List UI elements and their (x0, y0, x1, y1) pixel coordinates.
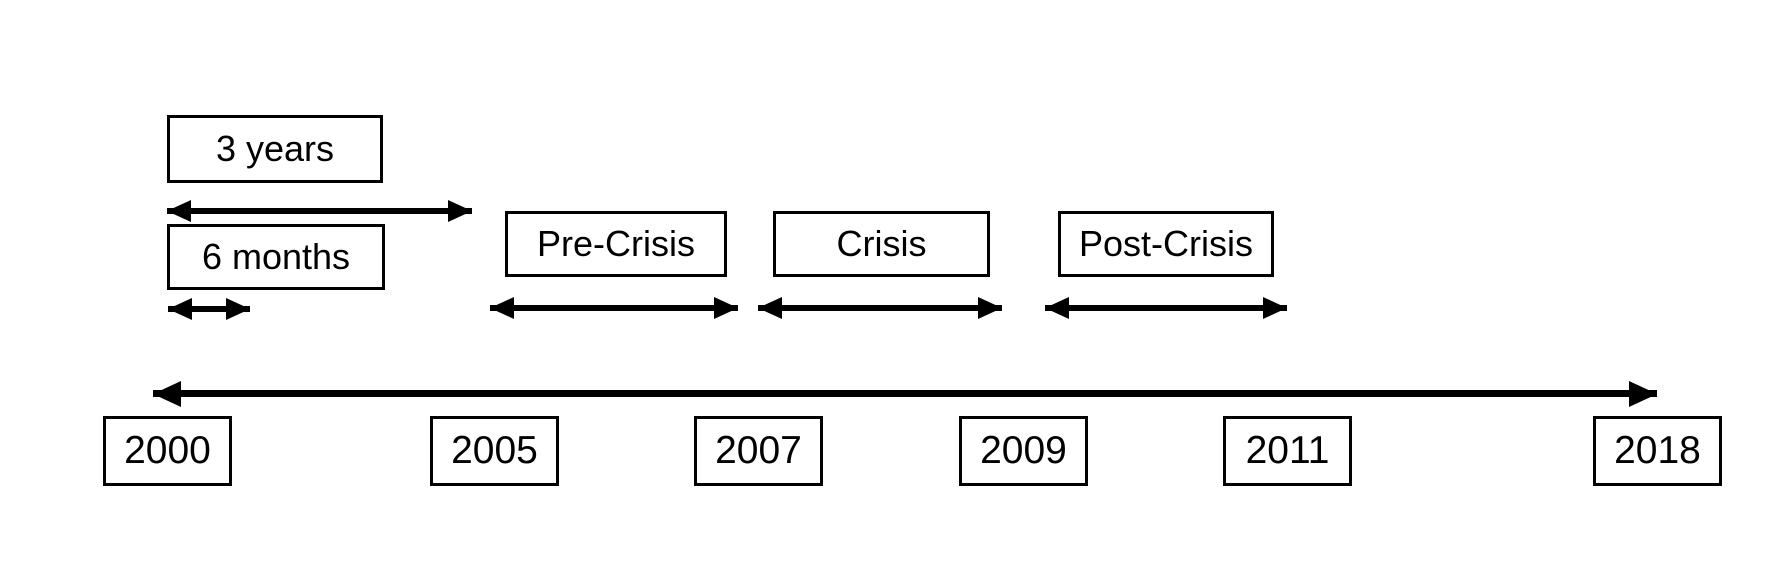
phase-box-crisis: Crisis (773, 211, 990, 277)
arrow-6-months (168, 306, 250, 312)
phase-box-post-crisis: Post-Crisis (1058, 211, 1274, 277)
arrow-3-years (167, 208, 472, 214)
phase-box-pre-crisis: Pre-Crisis (505, 211, 727, 277)
year-box-2011: 2011 (1223, 416, 1352, 486)
duration-box-6-months: 6 months (167, 224, 385, 290)
arrow-pre-crisis (490, 305, 738, 311)
duration-box-3-years: 3 years (167, 115, 383, 183)
year-box-2005: 2005 (430, 416, 559, 486)
year-box-2007: 2007 (694, 416, 823, 486)
year-box-2018: 2018 (1593, 416, 1722, 486)
year-box-2009: 2009 (959, 416, 1088, 486)
arrow-crisis (758, 305, 1002, 311)
year-box-2000: 2000 (103, 416, 232, 486)
timeline-axis-arrow (153, 390, 1657, 397)
arrow-post-crisis (1045, 305, 1287, 311)
